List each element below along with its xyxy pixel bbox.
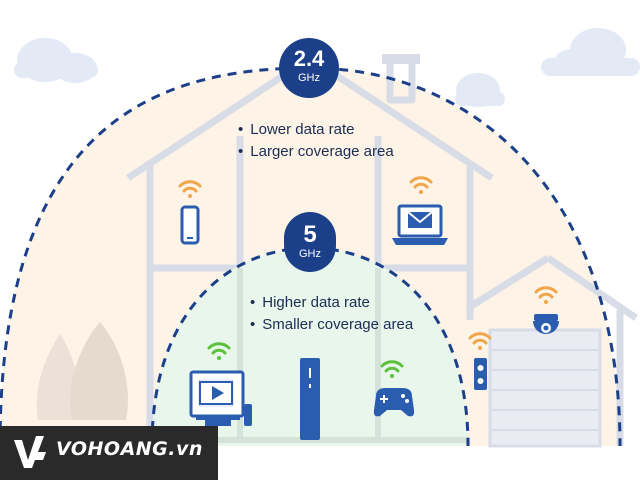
band-2-4ghz-unit: GHz	[298, 72, 320, 84]
phone-icon	[180, 205, 200, 245]
tree-left	[36, 334, 80, 420]
cloud-mid	[455, 73, 505, 107]
chimney-cap	[382, 54, 420, 64]
cloud-left	[14, 38, 98, 83]
router-icon	[300, 358, 320, 440]
wifi-signal-icon	[178, 180, 202, 198]
garage-door	[488, 328, 602, 448]
wifi-signal-icon	[380, 360, 404, 378]
feature-item: Smaller coverage area	[250, 314, 413, 336]
security-camera-icon	[533, 314, 559, 334]
feature-item: Larger coverage area	[238, 141, 393, 163]
band-2-4ghz-features: Lower data rate Larger coverage area	[238, 119, 394, 163]
doorbell-icon	[474, 358, 487, 390]
wifi-signal-icon	[534, 286, 558, 304]
feature-item: Lower data rate	[238, 119, 394, 141]
wifi-signal-icon	[409, 176, 433, 194]
wifi-signal-icon	[468, 332, 492, 350]
smart-tv-icon	[189, 370, 252, 426]
feature-item: Higher data rate	[250, 292, 413, 314]
band-5ghz-badge: 5 GHz	[284, 212, 336, 272]
tree-right	[70, 322, 128, 420]
vohoang-logo-icon	[14, 436, 46, 468]
watermark-text: VOHOANG.vn	[56, 438, 203, 460]
wifi-signal-icon	[207, 342, 231, 360]
band-5ghz-features: Higher data rate Smaller coverage area	[250, 292, 413, 336]
band-2-4ghz-value: 2.4	[293, 46, 325, 71]
watermark-banner: VOHOANG.vn	[0, 426, 218, 480]
gamepad-icon	[373, 388, 415, 417]
laptop-mail-icon	[392, 204, 448, 245]
band-2-4ghz-badge: 2.4 GHz	[279, 38, 339, 98]
cloud-right	[541, 28, 640, 76]
band-5ghz-value: 5	[303, 221, 317, 248]
band-5ghz-unit: GHz	[299, 248, 321, 260]
